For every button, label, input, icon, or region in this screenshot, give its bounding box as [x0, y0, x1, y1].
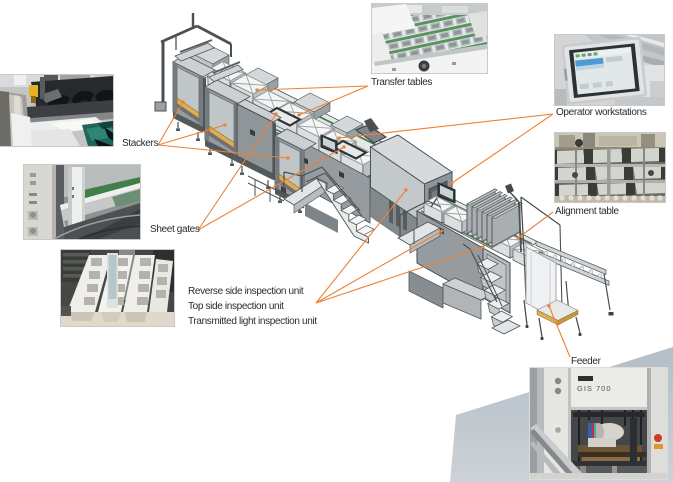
svg-text:GIS 700: GIS 700 [577, 384, 612, 393]
